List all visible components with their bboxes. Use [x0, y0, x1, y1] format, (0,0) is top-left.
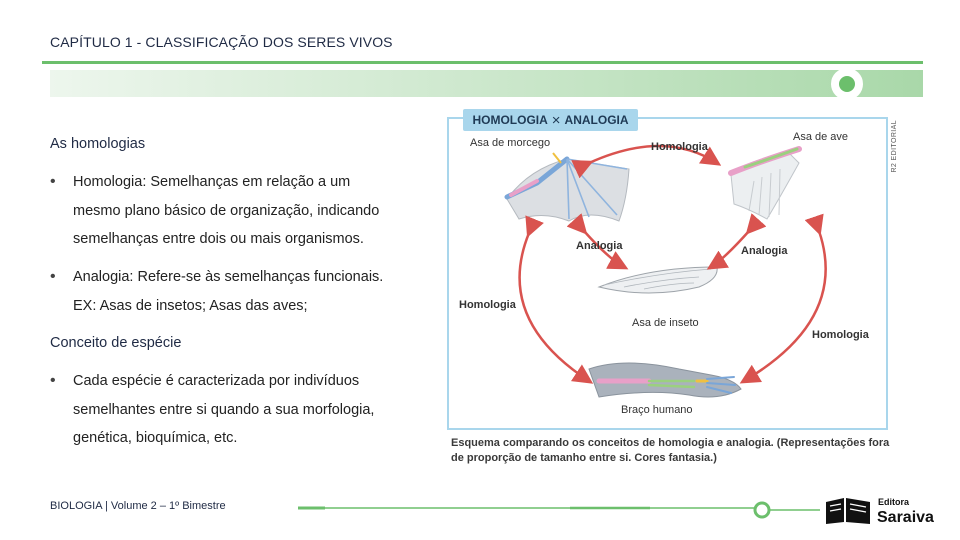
- header-divider: [42, 61, 923, 64]
- arrow-homologia-top: [571, 144, 722, 179]
- figure-caption: Esquema comparando os conceitos de homol…: [451, 437, 890, 464]
- chapter-title: CAPÍTULO 1 - CLASSIFICAÇÃO DOS SERES VIV…: [50, 34, 393, 50]
- bullet-line: Homologia: Semelhanças em relação a um: [73, 174, 351, 190]
- human-arm-illustration: [588, 362, 742, 398]
- times-icon: ×: [551, 111, 561, 129]
- label-homologia-top: Homologia: [651, 141, 708, 153]
- label-analogia-right: Analogia: [741, 245, 788, 257]
- figure-header: HOMOLOGIA × ANALOGIA: [463, 109, 638, 131]
- figure-header-left: HOMOLOGIA: [472, 113, 548, 127]
- label-insect-wing: Asa de inseto: [632, 317, 699, 329]
- arrow-homologia-left: [518, 215, 594, 384]
- footer-circle-icon: [753, 501, 771, 519]
- bullet-line: EX: Asas de insetos; Asas das aves;: [73, 297, 308, 314]
- label-bat-wing: Asa de morcego: [470, 137, 551, 149]
- bullet-dot-icon: •: [50, 173, 56, 190]
- bullet-line: semelhantes entre si quando a sua morfol…: [73, 401, 375, 418]
- bullet-line: Cada espécie é caracterizada por indivíd…: [73, 373, 360, 389]
- insect-wing-illustration: [597, 266, 718, 294]
- homology-analogy-figure: [447, 117, 888, 430]
- header-band: [50, 70, 923, 97]
- bullet-line: Analogia: Refere-se às semelhanças funci…: [73, 269, 384, 285]
- bullet-dot-icon: •: [50, 372, 56, 389]
- bullet-line: mesmo plano básico de organização, indic…: [73, 202, 380, 219]
- book-logo-icon: [826, 498, 870, 524]
- logo-line2: Saraiva: [877, 509, 934, 526]
- label-homologia-left: Homologia: [459, 299, 516, 311]
- header-circle-icon: [831, 68, 863, 100]
- bullet-line: genética, bioquímica, etc.: [73, 430, 238, 446]
- figure-header-right: ANALOGIA: [564, 113, 629, 127]
- section-title-especie: Conceito de espécie: [50, 335, 182, 351]
- bird-wing-illustration: [728, 146, 802, 220]
- bat-wing-illustration: [504, 152, 630, 222]
- label-bird-wing: Asa de ave: [793, 131, 849, 143]
- bullet-especie: • Cada espécie é caracterizada por indiv…: [50, 367, 430, 453]
- bullet-dot-icon: •: [50, 268, 56, 285]
- figure-illustration: [504, 144, 827, 398]
- label-homologia-right: Homologia: [812, 329, 869, 341]
- section-title-homologias: As homologias: [50, 136, 146, 152]
- bullet-line: semelhanças entre dois ou mais organismo…: [73, 231, 364, 247]
- bullet-homologia: • Homologia: Semelhanças em relação a um…: [50, 168, 430, 254]
- figure-credit: R2 EDITORIAL: [891, 120, 898, 173]
- label-analogia-left: Analogia: [576, 240, 623, 252]
- footer-decoration: [298, 501, 820, 519]
- logo-line1: Editora: [878, 497, 910, 507]
- editora-saraiva-logo: Editora Saraiva: [826, 497, 934, 526]
- arrow-homologia-right: [739, 213, 827, 384]
- label-human-arm: Braço humano: [621, 404, 693, 416]
- bullet-analogia: • Analogia: Refere-se às semelhanças fun…: [50, 263, 430, 320]
- footer-text: BIOLOGIA | Volume 2 – 1º Bimestre: [50, 500, 226, 512]
